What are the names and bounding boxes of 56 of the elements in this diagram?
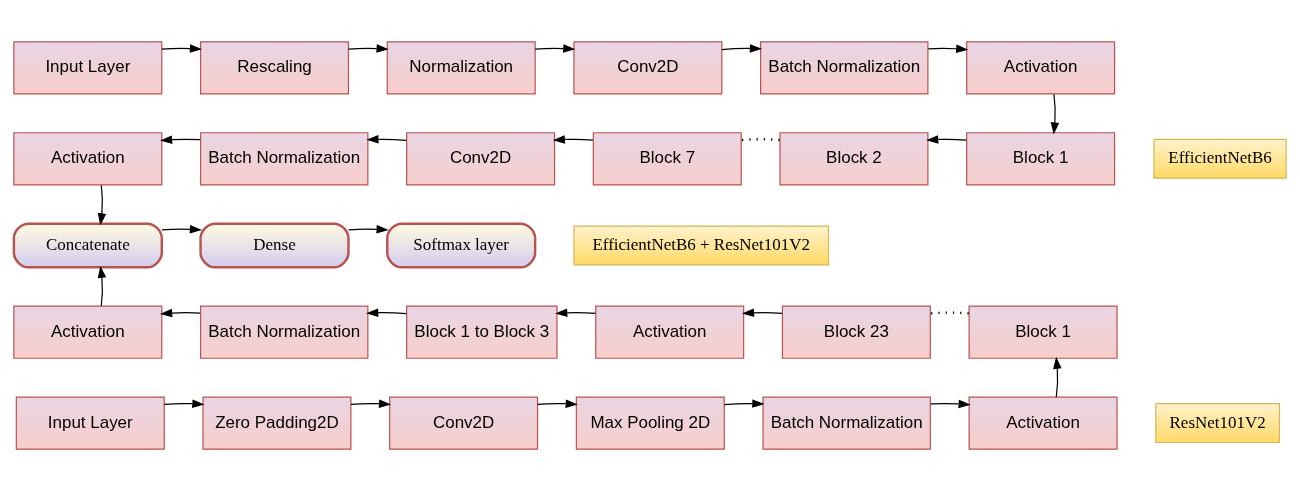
arrow <box>160 134 201 144</box>
node-box: ResNet101V2 <box>1155 402 1281 443</box>
node-box: Max Pooling 2D <box>575 395 725 450</box>
arrow <box>350 398 392 408</box>
node-box: Block 1 to Block 3 <box>406 305 558 359</box>
arrow <box>97 184 107 225</box>
node-box: Block 23 <box>781 305 931 359</box>
node-box: Normalization <box>386 40 536 95</box>
arrow <box>927 44 969 53</box>
arrow <box>555 308 596 317</box>
node-box: Input Layer <box>15 395 165 450</box>
arrow <box>163 398 205 408</box>
arrow <box>1050 93 1060 135</box>
arrow <box>534 43 576 53</box>
arrow <box>97 265 107 306</box>
arrow <box>1053 356 1062 398</box>
node-box: Block 2 <box>779 131 929 185</box>
arrow <box>366 307 407 317</box>
node-box: Dense <box>199 221 350 269</box>
arrow <box>721 43 762 53</box>
node-box: Block 7 <box>592 131 742 185</box>
node-box: Activation <box>968 395 1118 450</box>
connector <box>741 137 780 141</box>
node-box: Conv2D <box>573 40 723 95</box>
arrow <box>347 43 389 53</box>
node-box: Activation <box>966 40 1116 95</box>
node-box: Batch Normalization <box>760 40 929 95</box>
arrow <box>160 308 201 317</box>
arrow <box>723 398 765 408</box>
arrow <box>930 399 971 408</box>
node-box: EfficientNetB6 + ResNet101V2 <box>573 225 830 265</box>
node-box: Batch Normalization <box>762 395 931 450</box>
node-box: Block 1 <box>968 305 1118 359</box>
node-box: Block 1 <box>966 131 1116 185</box>
node-box: Zero Padding2D <box>202 395 352 450</box>
node-box: EfficientNetB6 <box>1153 138 1287 179</box>
node-box: Softmax layer <box>386 221 537 269</box>
arrow <box>366 134 407 144</box>
node-box: Activation <box>13 131 163 185</box>
node-box: Activation <box>13 305 163 359</box>
node-box: Rescaling <box>199 40 350 95</box>
arrow <box>347 224 389 234</box>
arrow <box>161 43 202 53</box>
arrow <box>161 224 202 234</box>
node-box: Batch Normalization <box>199 131 369 185</box>
node-box: Batch Normalization <box>199 305 369 359</box>
arrow <box>537 398 578 408</box>
node-box: Conv2D <box>389 395 539 450</box>
node-box: Conv2D <box>406 131 556 185</box>
node-box: Input Layer <box>13 40 163 95</box>
node-box: Concatenate <box>12 221 163 269</box>
arrow <box>926 134 967 144</box>
arrow <box>741 308 783 317</box>
connector <box>930 310 969 315</box>
arrow <box>552 134 594 144</box>
node-box: Activation <box>595 305 745 359</box>
